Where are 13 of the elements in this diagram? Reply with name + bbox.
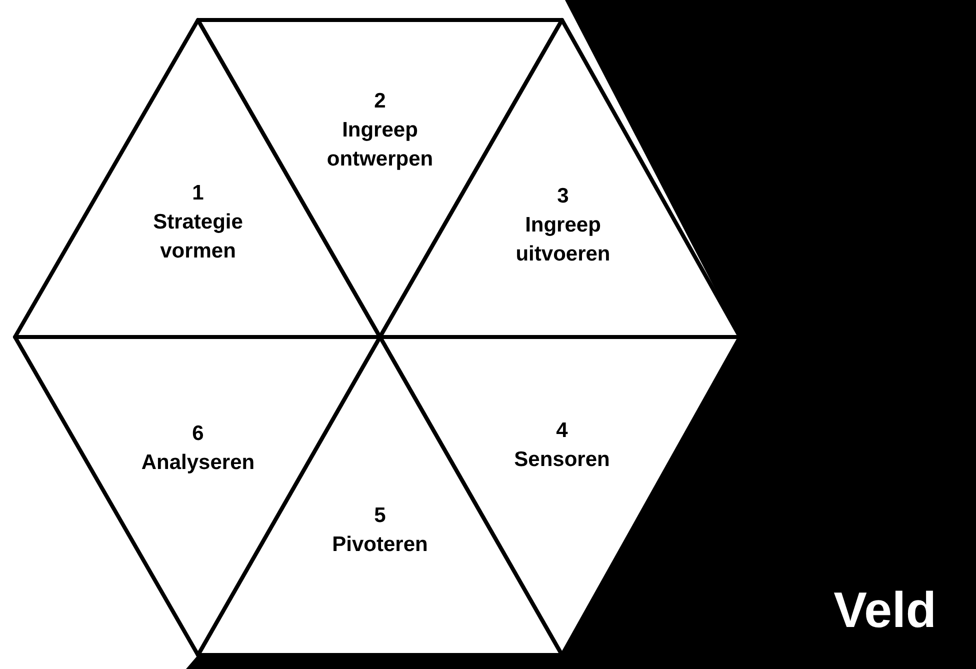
step-label: Ingreep uitvoeren xyxy=(514,212,612,268)
step-number: 6 xyxy=(192,421,204,447)
region-label: Veld xyxy=(834,582,936,638)
step-label: Strategie vormen xyxy=(152,210,244,264)
step-label: Sensoren xyxy=(514,447,610,473)
step-number: 4 xyxy=(556,418,568,444)
step-number: 1 xyxy=(192,180,204,206)
step-number: 3 xyxy=(557,184,569,210)
step-label: Pivoteren xyxy=(332,532,428,558)
step-label: Ingreep ontwerpen xyxy=(326,118,434,172)
step-number: 2 xyxy=(374,88,386,114)
step-number: 5 xyxy=(374,503,386,529)
step-label: Analyseren xyxy=(141,450,255,476)
